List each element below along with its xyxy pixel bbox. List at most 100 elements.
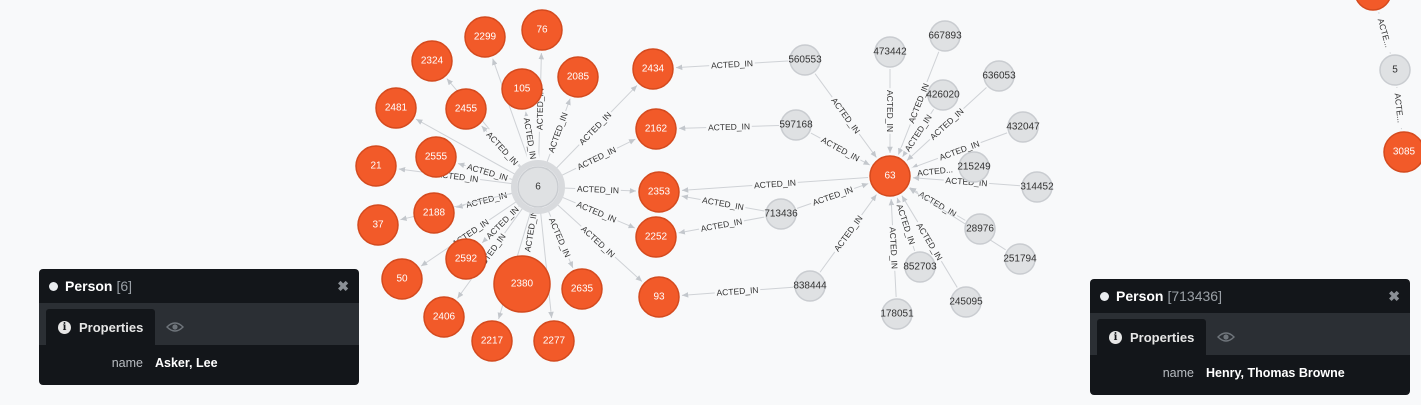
tab-properties[interactable]: i Properties xyxy=(1097,319,1207,355)
person-node[interactable]: 636053 xyxy=(982,60,1016,92)
node-circle[interactable] xyxy=(517,166,559,208)
movie-node[interactable]: 2162 xyxy=(635,108,677,150)
node-circle[interactable] xyxy=(950,286,982,318)
person-node[interactable]: 432047 xyxy=(1006,111,1040,143)
movie-node[interactable]: 50 xyxy=(381,258,423,300)
movie-node[interactable]: 63 xyxy=(869,155,911,197)
movie-node[interactable]: 93 xyxy=(638,276,680,318)
relationship-edge[interactable] xyxy=(492,58,532,167)
person-node[interactable]: 597168 xyxy=(779,109,813,141)
node-circle[interactable] xyxy=(869,155,911,197)
person-node[interactable]: 426020 xyxy=(926,79,960,111)
node-circle[interactable] xyxy=(501,68,543,110)
node-circle[interactable] xyxy=(375,87,417,129)
movie-node[interactable]: 2188 xyxy=(413,192,455,234)
movie-node[interactable]: 2635 xyxy=(561,268,603,310)
node-circle[interactable] xyxy=(929,20,961,52)
node-circle[interactable] xyxy=(1355,0,1391,11)
person-node[interactable]: 178051 xyxy=(880,298,914,330)
node-circle[interactable] xyxy=(521,9,563,51)
movie-node[interactable]: 2455 xyxy=(445,88,487,130)
property-value[interactable]: Asker, Lee xyxy=(155,356,218,370)
person-node[interactable]: 314452 xyxy=(1020,171,1054,203)
node-circle[interactable] xyxy=(1004,243,1036,275)
node-circle[interactable] xyxy=(638,171,680,213)
node-circle[interactable] xyxy=(1021,171,1053,203)
movie-node[interactable]: 2406 xyxy=(423,296,465,338)
movie-node[interactable]: 2299 xyxy=(464,16,506,58)
movie-node[interactable]: 21 xyxy=(355,145,397,187)
node-circle[interactable] xyxy=(464,16,506,58)
property-value[interactable]: Henry, Thomas Browne xyxy=(1206,366,1345,380)
movie-node[interactable]: 2592 xyxy=(445,238,487,280)
movie-node[interactable]: 105 xyxy=(501,68,543,110)
person-node[interactable]: 560553 xyxy=(788,44,822,76)
node-circle[interactable] xyxy=(445,238,487,280)
node-circle[interactable] xyxy=(493,255,551,313)
close-icon[interactable]: ✖ xyxy=(1388,287,1400,304)
node-circle[interactable] xyxy=(355,145,397,187)
node-circle[interactable] xyxy=(904,251,936,283)
person-node[interactable]: 713436 xyxy=(764,198,798,230)
node-circle[interactable] xyxy=(794,270,826,302)
relationship-edge[interactable] xyxy=(415,118,520,177)
movie-node[interactable]: 2252 xyxy=(635,216,677,258)
person-node[interactable]: 473442 xyxy=(873,36,907,68)
person-node[interactable]: 251794 xyxy=(1003,243,1037,275)
person-node[interactable]: 5 xyxy=(1379,54,1411,86)
movie-node[interactable]: 2085 xyxy=(557,56,599,98)
node-circle[interactable] xyxy=(958,151,990,183)
movie-node[interactable] xyxy=(1355,0,1391,11)
node-circle[interactable] xyxy=(445,88,487,130)
node-circle[interactable] xyxy=(635,108,677,150)
node-circle[interactable] xyxy=(415,136,457,178)
node-circle[interactable] xyxy=(765,198,797,230)
movie-node[interactable]: 2353 xyxy=(638,171,680,213)
node-circle[interactable] xyxy=(423,296,465,338)
movie-node[interactable]: 2434 xyxy=(632,48,674,90)
node-circle[interactable] xyxy=(874,36,906,68)
node-circle[interactable] xyxy=(1007,111,1039,143)
movie-node[interactable]: 2217 xyxy=(471,320,513,362)
node-circle[interactable] xyxy=(1383,131,1421,173)
close-icon[interactable]: ✖ xyxy=(337,277,349,294)
node-circle[interactable] xyxy=(413,192,455,234)
movie-node[interactable]: 37 xyxy=(357,204,399,246)
movie-node[interactable]: 2380 xyxy=(493,255,551,313)
tab-visibility[interactable] xyxy=(155,309,195,345)
node-circle[interactable] xyxy=(533,320,575,362)
person-node[interactable]: 667893 xyxy=(928,20,962,52)
relationship-edge[interactable] xyxy=(539,208,554,319)
movie-node[interactable]: 76 xyxy=(521,9,563,51)
node-circle[interactable] xyxy=(983,60,1015,92)
movie-node[interactable]: 2324 xyxy=(411,40,453,82)
node-circle[interactable] xyxy=(632,48,674,90)
node-circle[interactable] xyxy=(964,213,996,245)
node-circle[interactable] xyxy=(635,216,677,258)
movie-node[interactable]: 3085 xyxy=(1383,131,1421,173)
person-node[interactable]: 215249 xyxy=(957,151,991,183)
movie-node[interactable]: 2277 xyxy=(533,320,575,362)
node-circle[interactable] xyxy=(881,298,913,330)
node-circle[interactable] xyxy=(471,320,513,362)
node-circle[interactable] xyxy=(357,204,399,246)
node-circle[interactable] xyxy=(557,56,599,98)
movie-node[interactable]: 2555 xyxy=(415,136,457,178)
node-circle[interactable] xyxy=(927,79,959,111)
person-node[interactable]: 838444 xyxy=(793,270,827,302)
node-circle[interactable] xyxy=(780,109,812,141)
tab-properties[interactable]: i Properties xyxy=(46,309,156,345)
node-circle[interactable] xyxy=(411,40,453,82)
movie-node[interactable]: 2481 xyxy=(375,87,417,129)
node-circle[interactable] xyxy=(561,268,603,310)
tab-visibility[interactable] xyxy=(1206,319,1246,355)
node-circle[interactable] xyxy=(789,44,821,76)
node-circle[interactable] xyxy=(638,276,680,318)
person-node[interactable]: 6 xyxy=(511,160,565,214)
person-node[interactable]: 852703 xyxy=(903,251,937,283)
person-node[interactable]: 245095 xyxy=(949,286,983,318)
person-node[interactable]: 28976 xyxy=(964,213,996,245)
node-circle[interactable] xyxy=(381,258,423,300)
node-circle[interactable] xyxy=(1379,54,1411,86)
